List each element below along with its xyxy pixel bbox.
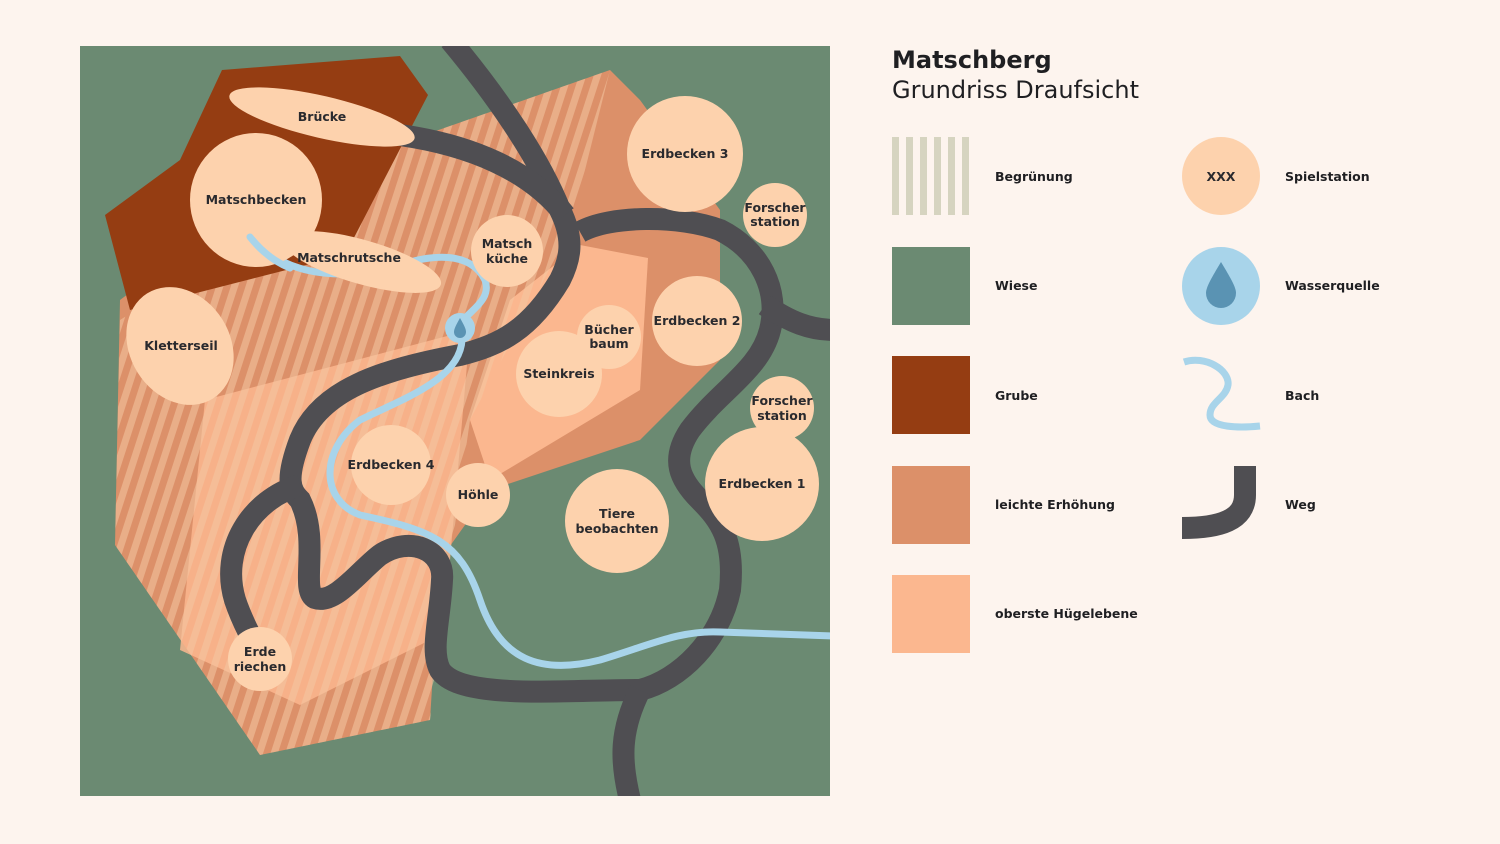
station-matschkueche[interactable] <box>471 215 543 287</box>
station-labels: Brücke Matschbecken Matschrutsche Klette… <box>144 109 813 674</box>
weg-paths <box>220 46 830 796</box>
green-swatch <box>892 247 970 325</box>
label-tiere-1: Tiere <box>599 506 635 521</box>
label-erdbecken-1: Erdbecken 1 <box>719 476 806 491</box>
label-tiere-2: beobachten <box>575 521 658 536</box>
station-bruecke[interactable] <box>225 75 420 159</box>
label-kletterseil: Kletterseil <box>144 338 218 353</box>
bach-stream <box>246 233 490 326</box>
legend-label-grube: Grube <box>995 388 1038 403</box>
water-drop-icon <box>454 318 466 338</box>
label-erdbecken-4: Erdbecken 4 <box>348 457 435 472</box>
bach-stream-lower <box>326 336 830 669</box>
legend-label-spielstation: Spielstation <box>1285 169 1370 184</box>
station-matschrutsche[interactable] <box>277 218 447 306</box>
brown-swatch <box>892 356 970 434</box>
label-forscher-1b: station <box>750 214 800 229</box>
stream-icon <box>1182 356 1261 431</box>
label-bruecke: Brücke <box>298 109 346 124</box>
station-erdbecken-2[interactable] <box>652 276 742 366</box>
legend-label-weg: Weg <box>1285 497 1316 512</box>
label-steinkreis: Steinkreis <box>523 366 594 381</box>
station-erdbecken-4[interactable] <box>351 425 431 505</box>
station-steinkreis[interactable] <box>516 331 602 417</box>
legend-label-leichte-erhoehung: leichte Erhöhung <box>995 497 1115 512</box>
path-icon <box>1181 466 1256 539</box>
label-buecherbaum-1: Bücher <box>584 322 634 337</box>
legend-label-wiese: Wiese <box>995 278 1038 293</box>
page-title: Matschberg <box>892 46 1052 74</box>
terracotta-swatch <box>892 466 970 544</box>
label-erdbecken-2: Erdbecken 2 <box>654 313 741 328</box>
label-forscher-1a: Forscher <box>744 200 806 215</box>
station-forscherstation-1[interactable] <box>743 183 807 247</box>
label-erde-1: Erde <box>244 644 276 659</box>
label-matschbecken: Matschbecken <box>206 192 307 207</box>
station-erde-riechen[interactable] <box>228 627 292 691</box>
peach-swatch <box>892 575 970 653</box>
station-forscherstation-2[interactable] <box>750 376 814 440</box>
water-drop-icon <box>1206 262 1236 308</box>
legend-label-bach: Bach <box>1285 388 1320 403</box>
stripes-swatch <box>892 137 969 215</box>
station-tiere-beobachten[interactable] <box>565 469 669 573</box>
label-matschrutsche: Matschrutsche <box>297 250 401 265</box>
station-matschbecken[interactable] <box>190 133 322 267</box>
label-erde-2: riechen <box>234 659 287 674</box>
spielstationen <box>105 75 819 691</box>
wasserquelle[interactable] <box>445 313 475 343</box>
station-hoehle[interactable] <box>446 463 510 527</box>
label-hoehle: Höhle <box>458 487 499 502</box>
legend-label-oberste-huegelebene: oberste Hügelebene <box>995 606 1138 621</box>
page-subtitle: Grundriss Draufsicht <box>892 76 1139 104</box>
legend-sample-text: XXX <box>1207 169 1236 184</box>
station-erdbecken-3[interactable] <box>627 96 743 212</box>
label-matschkueche-2: küche <box>486 251 528 266</box>
label-forscher-2a: Forscher <box>751 393 813 408</box>
legend-swatches: XXX <box>892 137 1261 653</box>
legend-label-begruenung: Begrünung <box>995 169 1073 184</box>
label-forscher-2b: station <box>757 408 807 423</box>
bach-source-segment <box>246 233 294 272</box>
label-erdbecken-3: Erdbecken 3 <box>642 146 729 161</box>
label-matschkueche-1: Matsch <box>482 236 533 251</box>
station-kletterseil[interactable] <box>105 267 256 425</box>
label-buecherbaum-2: baum <box>589 336 628 351</box>
station-erdbecken-1[interactable] <box>705 427 819 541</box>
station-circle <box>1182 137 1260 215</box>
legend-label-wasserquelle: Wasserquelle <box>1285 278 1380 293</box>
